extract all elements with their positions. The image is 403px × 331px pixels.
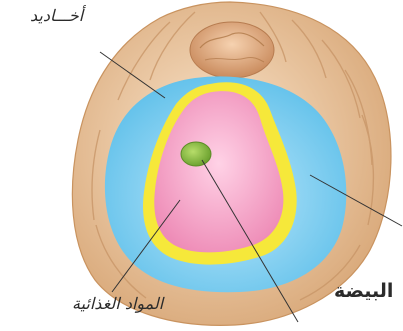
label-egg: البيضة (334, 280, 393, 302)
label-nutrients: المواد الغذائية (72, 294, 163, 313)
label-furrows: أخـــاديد (30, 6, 83, 25)
egg-cell (181, 142, 211, 166)
micropyle (190, 22, 274, 78)
